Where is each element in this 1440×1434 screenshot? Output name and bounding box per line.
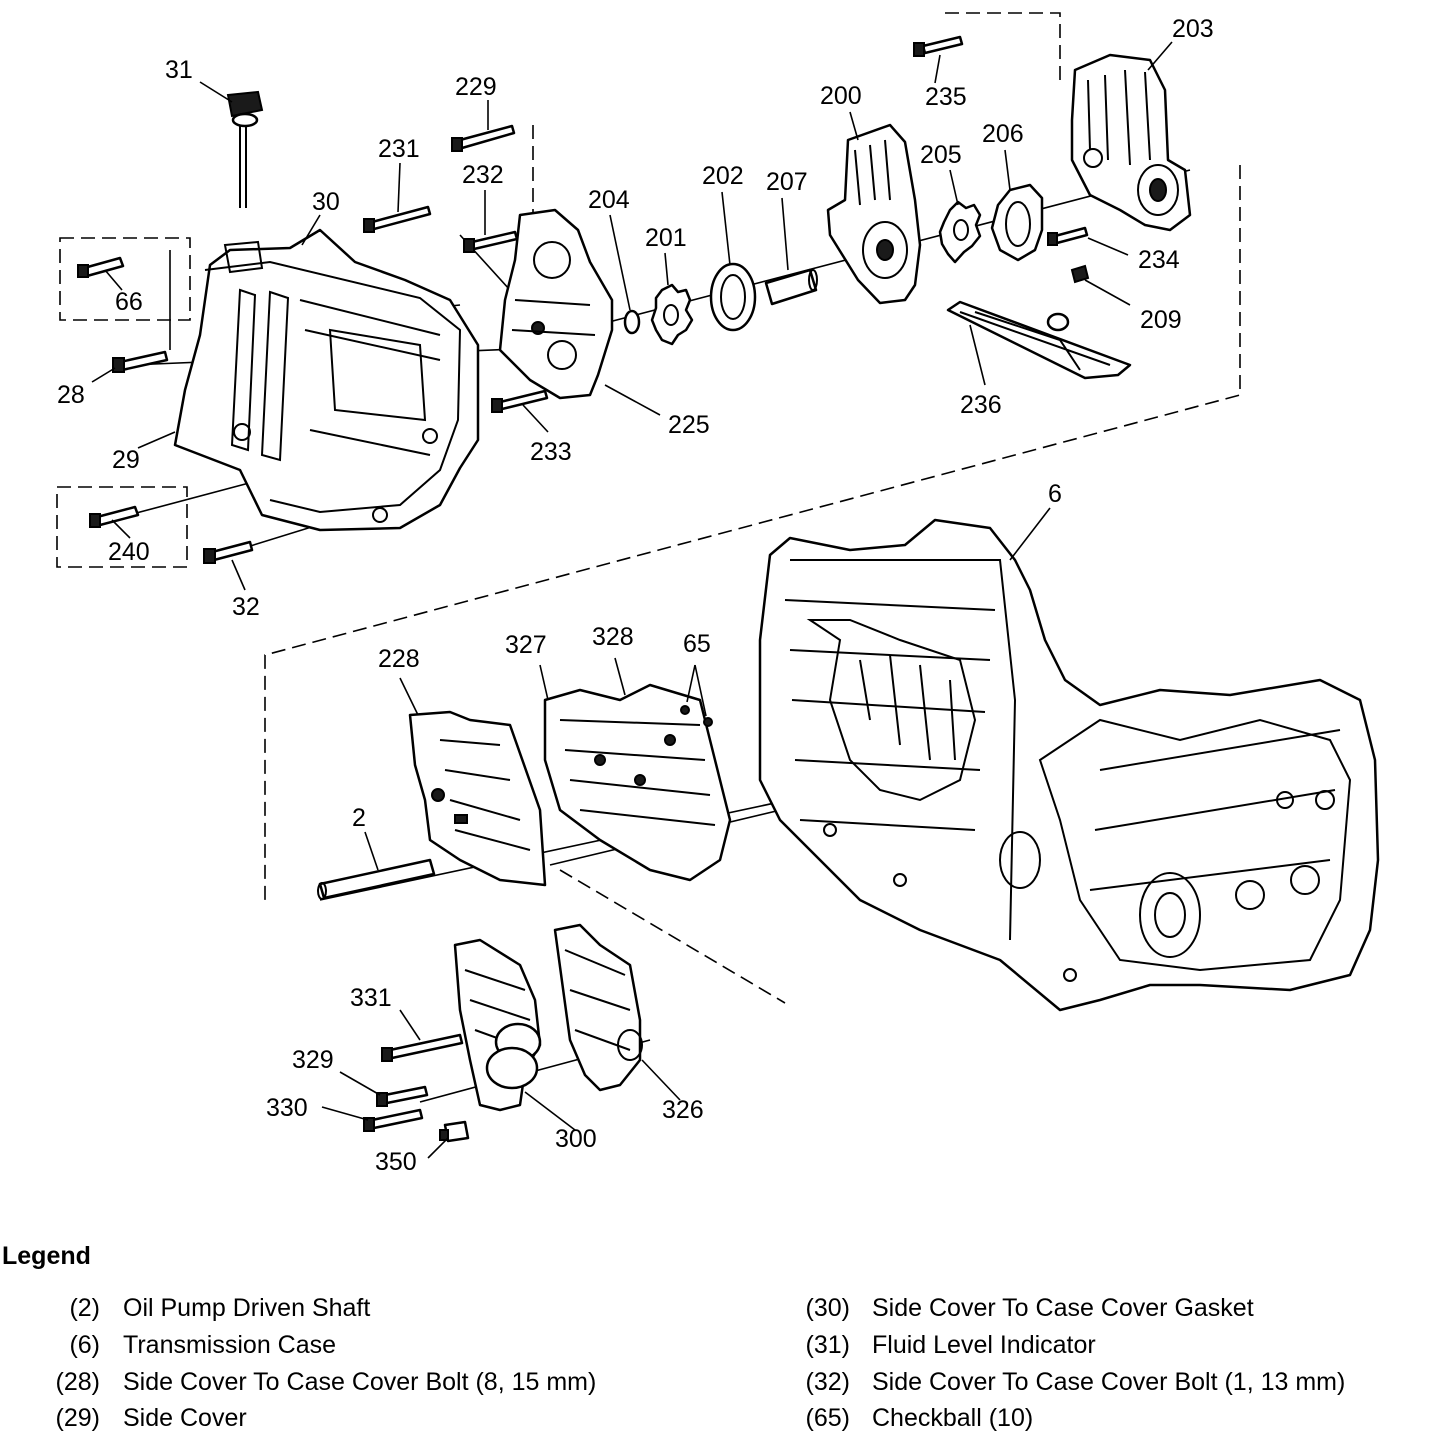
callout-207: 207 (766, 168, 808, 196)
sensor-350 (439, 1120, 470, 1143)
callout-206: 206 (982, 120, 1024, 148)
legend-item-number: (32) (805, 1368, 850, 1396)
callout-330: 330 (266, 1094, 308, 1122)
callout-200: 200 (820, 82, 862, 110)
callout-202: 202 (702, 162, 744, 190)
bolt-331 (381, 1033, 464, 1062)
callout-326: 326 (662, 1096, 704, 1124)
washer-204 (623, 309, 641, 335)
bolt-232 (463, 230, 519, 253)
legend-title: Legend (2, 1242, 91, 1270)
callout-328: 328 (592, 623, 634, 651)
callout-225: 225 (668, 411, 710, 439)
dashed-box-240 (56, 486, 188, 568)
legend-item-number: (2) (69, 1294, 100, 1322)
legend-item-number: (65) (805, 1404, 850, 1432)
ring-202 (709, 262, 757, 332)
callout-30: 30 (312, 188, 340, 216)
bolt-233 (491, 389, 549, 413)
legend-item: (65) Checkball (10) (750, 1404, 1440, 1434)
callout-234: 234 (1138, 246, 1180, 274)
legend-item-label: Side Cover (123, 1404, 247, 1432)
legend-item: (28) Side Cover To Case Cover Bolt (8, 1… (0, 1368, 700, 1400)
callout-66: 66 (115, 288, 143, 316)
callout-331: 331 (350, 984, 392, 1012)
callout-29: 29 (112, 446, 140, 474)
bolt-330 (363, 1108, 424, 1132)
callout-209: 209 (1140, 306, 1182, 334)
callout-329: 329 (292, 1046, 334, 1074)
legend-item-number: (29) (55, 1404, 100, 1432)
callout-32: 32 (232, 593, 260, 621)
pump-body-225 (498, 208, 614, 400)
legend-item-label: Transmission Case (123, 1331, 337, 1359)
plate-326 (553, 923, 643, 1092)
exploded-view-diagram: 31 229 231 232 30 204 202 201 207 200 23… (56, 12, 1380, 1176)
callout-231: 231 (378, 135, 420, 163)
callout-205: 205 (920, 141, 962, 169)
callout-350: 350 (375, 1148, 417, 1176)
seal-209 (1070, 264, 1090, 284)
valve-body-gasket-327 (543, 683, 732, 882)
ring-206 (990, 183, 1044, 262)
callout-235: 235 (925, 83, 967, 111)
checkball-65 (680, 705, 713, 727)
callout-28: 28 (57, 381, 85, 409)
legend-item: (31) Fluid Level Indicator (750, 1331, 1440, 1363)
gear-205 (938, 200, 982, 264)
callout-201: 201 (645, 224, 687, 252)
legend-item-label: Oil Pump Driven Shaft (123, 1294, 371, 1322)
callout-203: 203 (1172, 15, 1214, 43)
callout-31: 31 (165, 56, 193, 84)
legend-item: (30) Side Cover To Case Cover Gasket (750, 1294, 1440, 1326)
pump-cover-203 (1070, 53, 1192, 232)
callout-2: 2 (352, 804, 366, 832)
legend-item-label: Fluid Level Indicator (872, 1331, 1096, 1359)
legend-item-label: Side Cover To Case Cover Bolt (8, 15 mm) (123, 1368, 597, 1396)
legend-item: (6) Transmission Case (0, 1331, 700, 1363)
transmission-case (758, 518, 1380, 1012)
valve-assembly-300 (453, 938, 542, 1112)
callout-65: 65 (683, 630, 711, 658)
callout-327: 327 (505, 631, 547, 659)
bolt-229 (451, 124, 516, 152)
callout-233: 233 (530, 438, 572, 466)
side-cover (173, 228, 480, 532)
callout-236: 236 (960, 391, 1002, 419)
callout-240: 240 (108, 538, 150, 566)
bolt-231 (363, 205, 432, 233)
callout-229: 229 (455, 73, 497, 101)
spacer-plate-228 (408, 710, 547, 887)
bolt-234 (1047, 226, 1089, 246)
callout-6: 6 (1048, 480, 1062, 508)
drive-gear-201 (650, 283, 694, 346)
filter-236 (946, 300, 1132, 380)
legend-item-number: (30) (805, 1294, 850, 1322)
legend-item: (2) Oil Pump Driven Shaft (0, 1294, 700, 1326)
bolt-329 (376, 1085, 429, 1107)
shaft-207 (764, 268, 818, 306)
fluid-level-indicator (226, 90, 264, 208)
oil-pump-driven-shaft (317, 858, 436, 900)
legend-item-label: Side Cover To Case Cover Bolt (1, 13 mm) (872, 1368, 1346, 1396)
housing-200 (826, 123, 922, 305)
callout-300: 300 (555, 1125, 597, 1153)
leader-lines (91, 41, 1173, 1159)
legend-item: (32) Side Cover To Case Cover Bolt (1, 1… (750, 1368, 1440, 1400)
callout-232: 232 (462, 161, 504, 189)
callout-204: 204 (588, 186, 630, 214)
bolt-28 (112, 350, 169, 373)
bolt-32 (203, 540, 254, 564)
bolt-235 (913, 35, 964, 57)
callout-228: 228 (378, 645, 420, 673)
legend-item-number: (6) (69, 1331, 100, 1359)
bolt-66 (77, 256, 125, 278)
legend-item: (29) Side Cover (0, 1404, 700, 1434)
dashed-box-66 (59, 237, 191, 321)
legend-item-number: (28) (55, 1368, 100, 1396)
legend-item-label: Side Cover To Case Cover Gasket (872, 1294, 1254, 1322)
legend-item-label: Checkball (10) (872, 1404, 1034, 1432)
legend-item-number: (31) (805, 1331, 850, 1359)
bolt-240 (89, 505, 140, 528)
